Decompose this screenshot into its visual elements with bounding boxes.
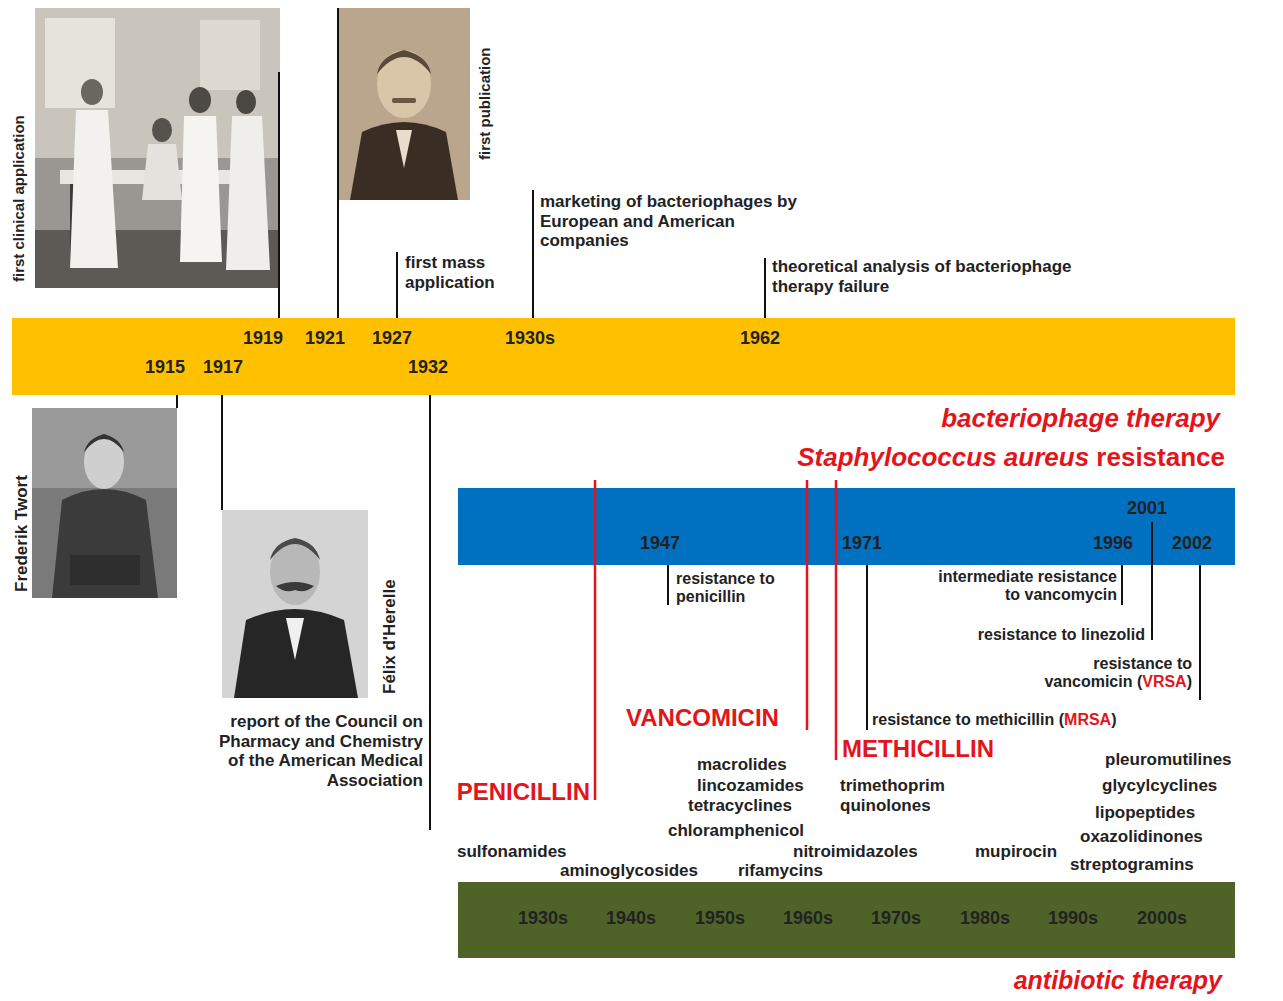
antibiotic-class: pleuromutilines: [1105, 750, 1232, 770]
year-label: 1971: [842, 533, 882, 554]
antibiotic-class: lincozamides: [697, 776, 804, 796]
year-label: 1915: [145, 357, 185, 378]
antibiotic-class: tetracyclines: [688, 796, 792, 816]
band-heading: bacteriophage therapy: [941, 404, 1220, 434]
antibiotic-class: macrolides: [697, 755, 787, 775]
leader-line: [667, 565, 669, 605]
decade-label: 2000s: [1137, 908, 1187, 929]
event-label: report of the Council on Pharmacy and Ch…: [208, 712, 423, 790]
leader-line: [866, 565, 868, 730]
lab-photo: [35, 8, 280, 288]
antibiotic-class: trimethoprim: [840, 776, 945, 796]
year-label: 1919: [243, 328, 283, 349]
leader-line: [1151, 522, 1153, 565]
decade-label: 1950s: [695, 908, 745, 929]
resistance-label: resistance to linezolid: [978, 626, 1145, 644]
resistance-label: intermediate resistance to vancomycin: [927, 568, 1117, 605]
leader-line: [176, 395, 178, 408]
leader-line: [1151, 565, 1153, 640]
leader-line: [1121, 565, 1123, 605]
event-label: marketing of bacteriophages by European …: [540, 192, 798, 251]
antibiotic-class: sulfonamides: [457, 842, 567, 862]
decade-label: 1980s: [960, 908, 1010, 929]
band-crossing-lines: [458, 488, 1235, 565]
leader-line: [835, 488, 838, 565]
antibiotic-class: glycylcyclines: [1102, 776, 1217, 796]
leader-line: [594, 488, 597, 565]
leader-line: [429, 395, 431, 830]
antibiotic-class: aminoglycosides: [560, 861, 698, 881]
person-name: Frederik Twort: [12, 475, 32, 592]
resistance-label: resistance to methicillin (MRSA): [872, 711, 1117, 729]
drug-name: VANCOMICIN: [626, 704, 779, 732]
drug-marker-line: [835, 480, 838, 760]
leader-line: [764, 258, 766, 318]
drug-name: PENICILLIN: [457, 778, 590, 806]
timeline-band: 1919192119271930s1962191519171932bacteri…: [12, 318, 1235, 395]
event-label: first clinical application: [10, 115, 27, 282]
year-label: 1962: [740, 328, 780, 349]
antibiotic-class: quinolones: [840, 796, 931, 816]
leader-line: [278, 72, 280, 318]
decade-label: 1930s: [518, 908, 568, 929]
timeline-band: 1930s 1940s 1950s 1960s 1970s 1980s 1990s 2000s…: [458, 882, 1235, 958]
drug-name: METHICILLIN: [842, 735, 994, 763]
antibiotic-class: rifamycins: [738, 861, 823, 881]
year-label: 1921: [305, 328, 345, 349]
decade-label: 1970s: [871, 908, 921, 929]
resistance-label: resistance to vancomicin (VRSA): [1012, 655, 1192, 692]
year-label: 1932: [408, 357, 448, 378]
year-label: 2002: [1172, 533, 1212, 554]
year-label: 1927: [372, 328, 412, 349]
band-heading: Staphylococcus aureus resistance: [797, 443, 1225, 473]
year-label: 1917: [203, 357, 243, 378]
portrait-photo: [32, 408, 177, 598]
year-label: 1930s: [505, 328, 555, 349]
species-name: Staphylococcus aureus: [797, 442, 1089, 472]
abbreviation: MRSA: [1064, 711, 1111, 728]
drug-marker-line: [806, 480, 809, 730]
timeline-band: Staphylococcus aureus resistance20011947…: [458, 488, 1235, 565]
leader-line: [532, 190, 534, 318]
year-label: 1947: [640, 533, 680, 554]
event-label: first mass application: [405, 253, 520, 292]
resistance-label: resistance to penicillin: [676, 570, 796, 607]
antibiotic-class: nitroimidazoles: [793, 842, 918, 862]
antibiotic-class: mupirocin: [975, 842, 1057, 862]
leader-line: [396, 252, 398, 318]
leader-line: [1199, 565, 1201, 700]
leader-line: [806, 488, 809, 565]
portrait-photo: [222, 510, 368, 698]
leader-line: [221, 395, 223, 510]
portrait-photo: [338, 8, 470, 200]
decade-label: 1940s: [606, 908, 656, 929]
year-label: 1996: [1093, 533, 1133, 554]
band-heading: antibiotic therapy: [1014, 966, 1222, 995]
abbreviation: VRSA: [1142, 673, 1186, 690]
decade-label: 1990s: [1048, 908, 1098, 929]
antibiotic-class: oxazolidinones: [1080, 827, 1203, 847]
year-label: 2001: [1127, 498, 1167, 519]
decade-label: 1960s: [783, 908, 833, 929]
antibiotic-class: streptogramins: [1070, 855, 1194, 875]
event-label: theoretical analysis of bacteriophage th…: [772, 257, 1072, 296]
antibiotic-class: lipopeptides: [1095, 803, 1195, 823]
event-label: first publication: [476, 48, 493, 161]
antibiotic-class: chloramphenicol: [668, 821, 804, 841]
drug-marker-line: [594, 480, 597, 800]
leader-line: [337, 8, 339, 318]
person-name: Félix d'Herelle: [380, 579, 400, 694]
